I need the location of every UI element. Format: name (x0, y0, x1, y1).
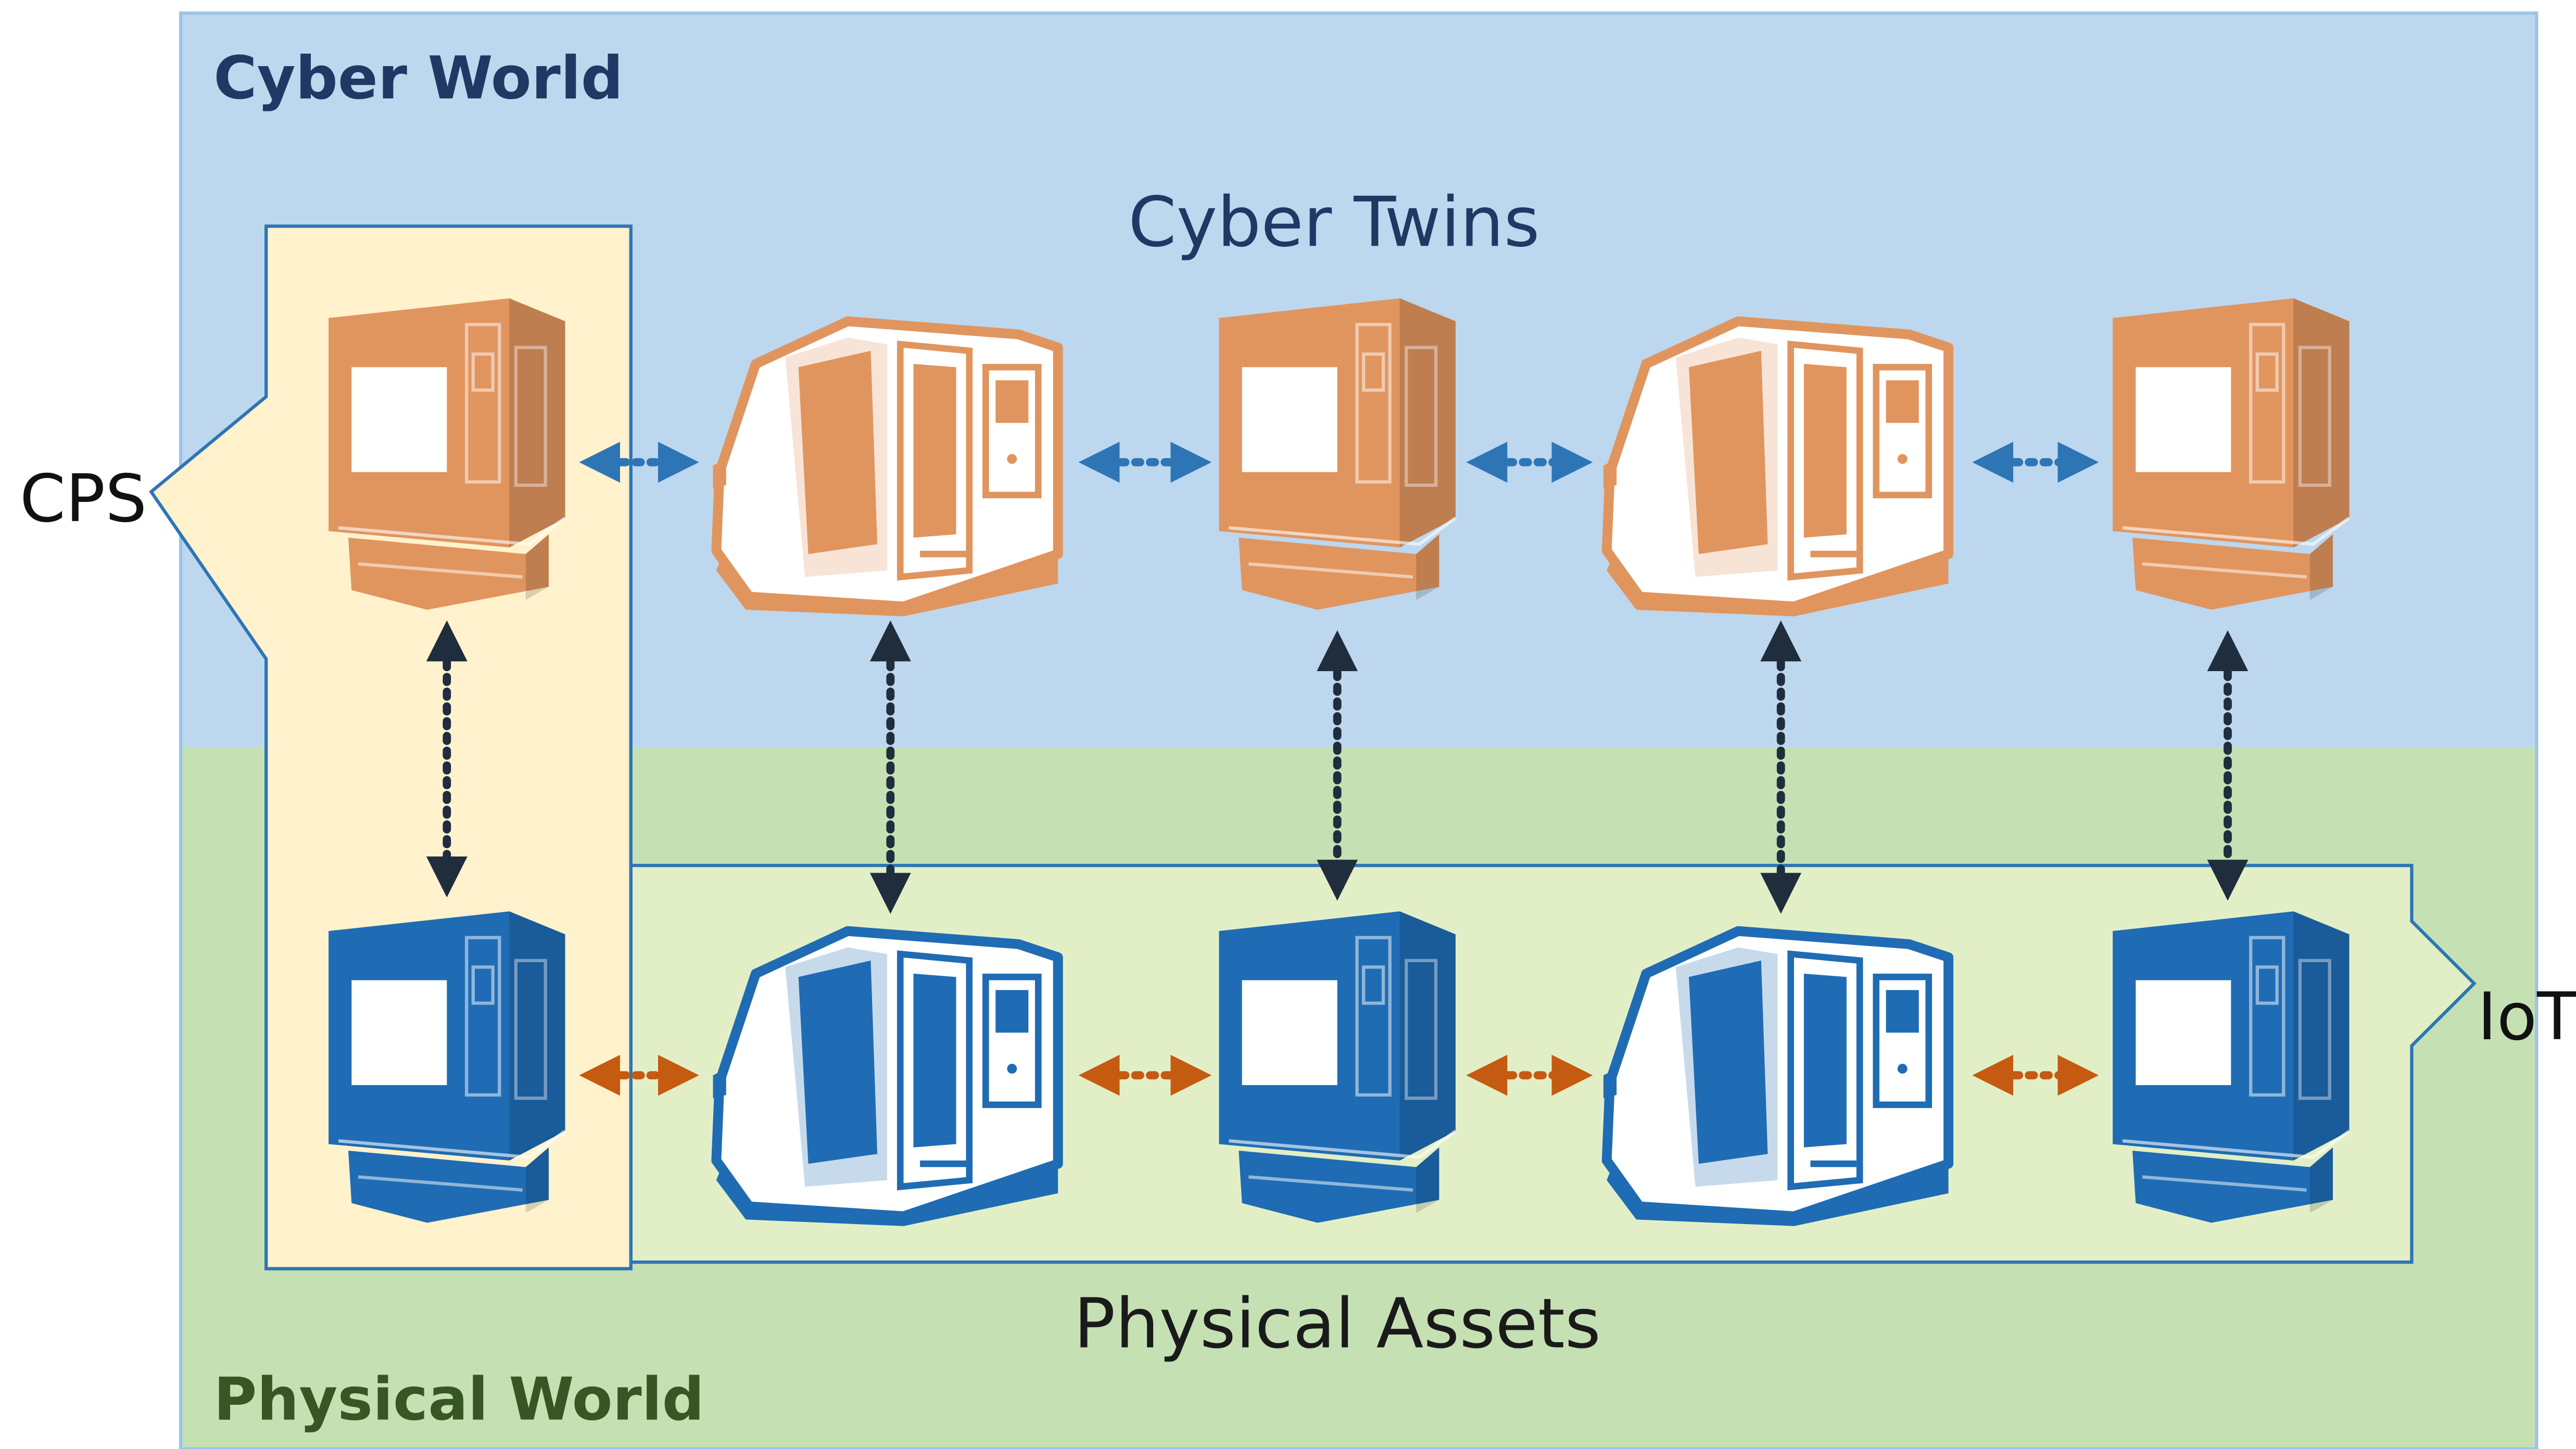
twin-links (426, 620, 2249, 914)
asset-large-cnc-machine-icon-2 (713, 931, 1058, 1226)
cyber-world-label: Cyber World (213, 44, 623, 112)
twin-large-cnc-machine-icon-2 (713, 321, 1058, 616)
twin-compact-cnc-machine-icon-1 (329, 298, 565, 610)
asset-compact-cnc-machine-icon-5 (2113, 911, 2349, 1223)
iot-label: IoT (2478, 978, 2576, 1055)
twin-large-cnc-machine-icon-4 (1603, 321, 1949, 616)
asset-large-cnc-machine-icon-4 (1603, 931, 1949, 1226)
twin-compact-cnc-machine-icon-3 (1219, 298, 1455, 610)
twin-compact-cnc-machine-icon-5 (2113, 298, 2349, 610)
cps-label: CPS (20, 460, 147, 537)
outer-frame (179, 11, 2539, 1449)
physical-world-label: Physical World (213, 1365, 704, 1433)
physical-assets-label: Physical Assets (1074, 1284, 1600, 1364)
asset-compact-cnc-machine-icon-3 (1219, 911, 1455, 1223)
asset-compact-cnc-machine-icon-1 (329, 911, 565, 1223)
cyber-twins-label: Cyber Twins (1128, 182, 1539, 262)
